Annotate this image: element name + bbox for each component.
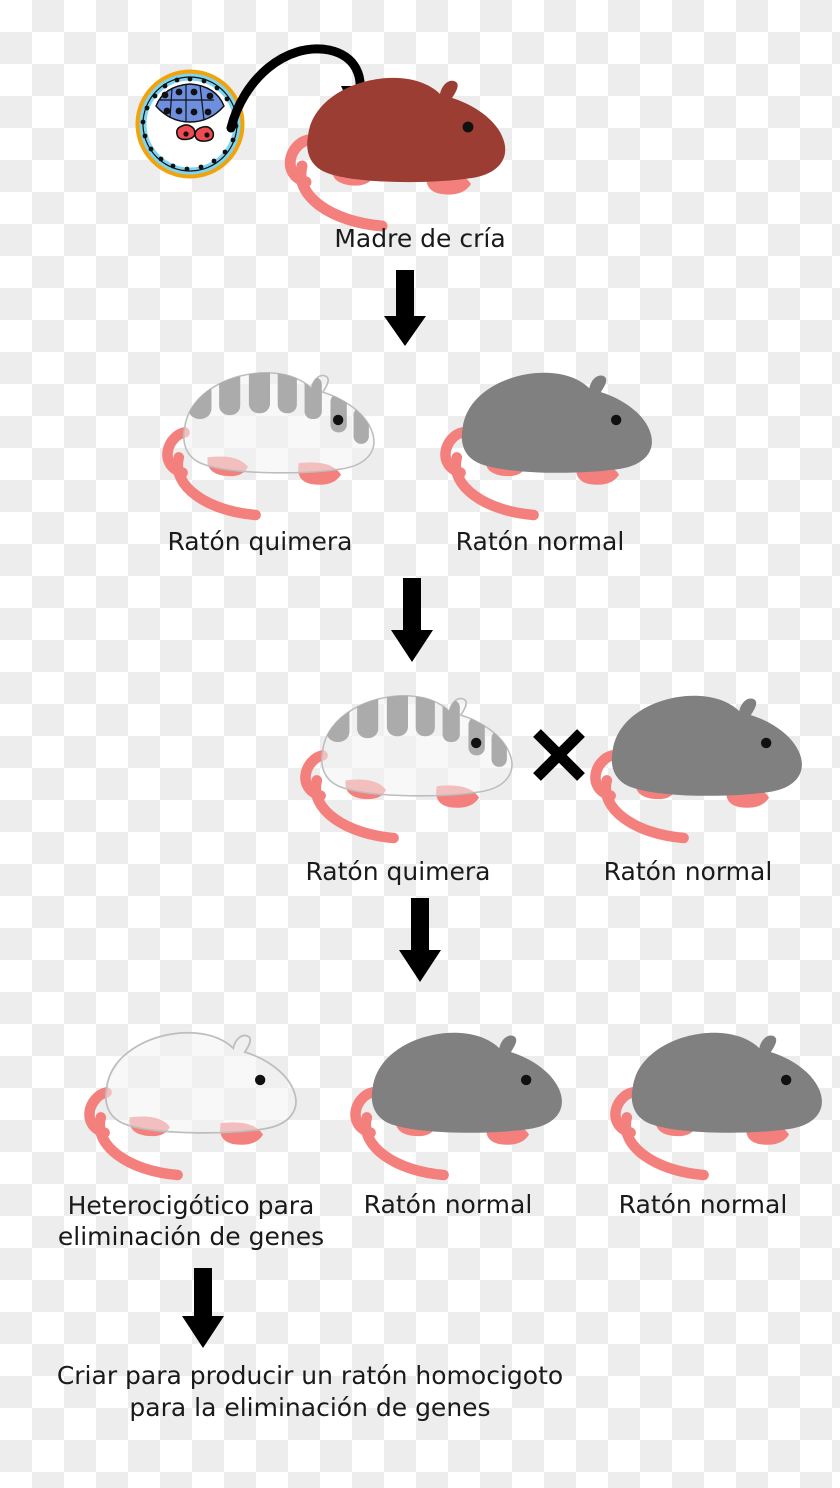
chimera-mouse-icon-1 <box>150 362 390 522</box>
chimera-mouse-icon-2 <box>288 685 528 845</box>
flow-arrow-3-icon <box>397 898 443 984</box>
label-raton-normal-2: Ratón normal <box>603 857 773 886</box>
normal-mouse-icon-2 <box>578 685 818 845</box>
heterozygous-mouse-icon <box>72 1022 312 1182</box>
normal-mouse-icon-4 <box>598 1022 838 1182</box>
label-raton-quimera-1: Ratón quimera <box>167 527 353 556</box>
label-raton-quimera-2: Ratón quimera <box>305 857 491 886</box>
normal-mouse-icon-1 <box>428 362 668 522</box>
label-raton-normal-4: Ratón normal <box>618 1190 788 1219</box>
blastocyst-icon <box>134 68 246 180</box>
flow-arrow-2-icon <box>389 578 435 664</box>
label-madre-de-cria: Madre de cría <box>334 224 506 253</box>
injected-es-cells-icon <box>176 124 215 142</box>
brown-mouse-icon <box>272 70 522 232</box>
flow-arrow-1-icon <box>382 270 428 348</box>
label-raton-normal-3: Ratón normal <box>363 1190 533 1219</box>
label-conclusion: Criar para producir un ratón homocigoto … <box>56 1361 564 1422</box>
label-raton-normal-1: Ratón normal <box>455 527 625 556</box>
label-heterocigotico: Heterocigótico para eliminación de genes <box>57 1191 325 1251</box>
cross-symbol-icon <box>530 726 588 784</box>
flow-arrow-4-icon <box>180 1268 226 1350</box>
normal-mouse-icon-3 <box>338 1022 578 1182</box>
